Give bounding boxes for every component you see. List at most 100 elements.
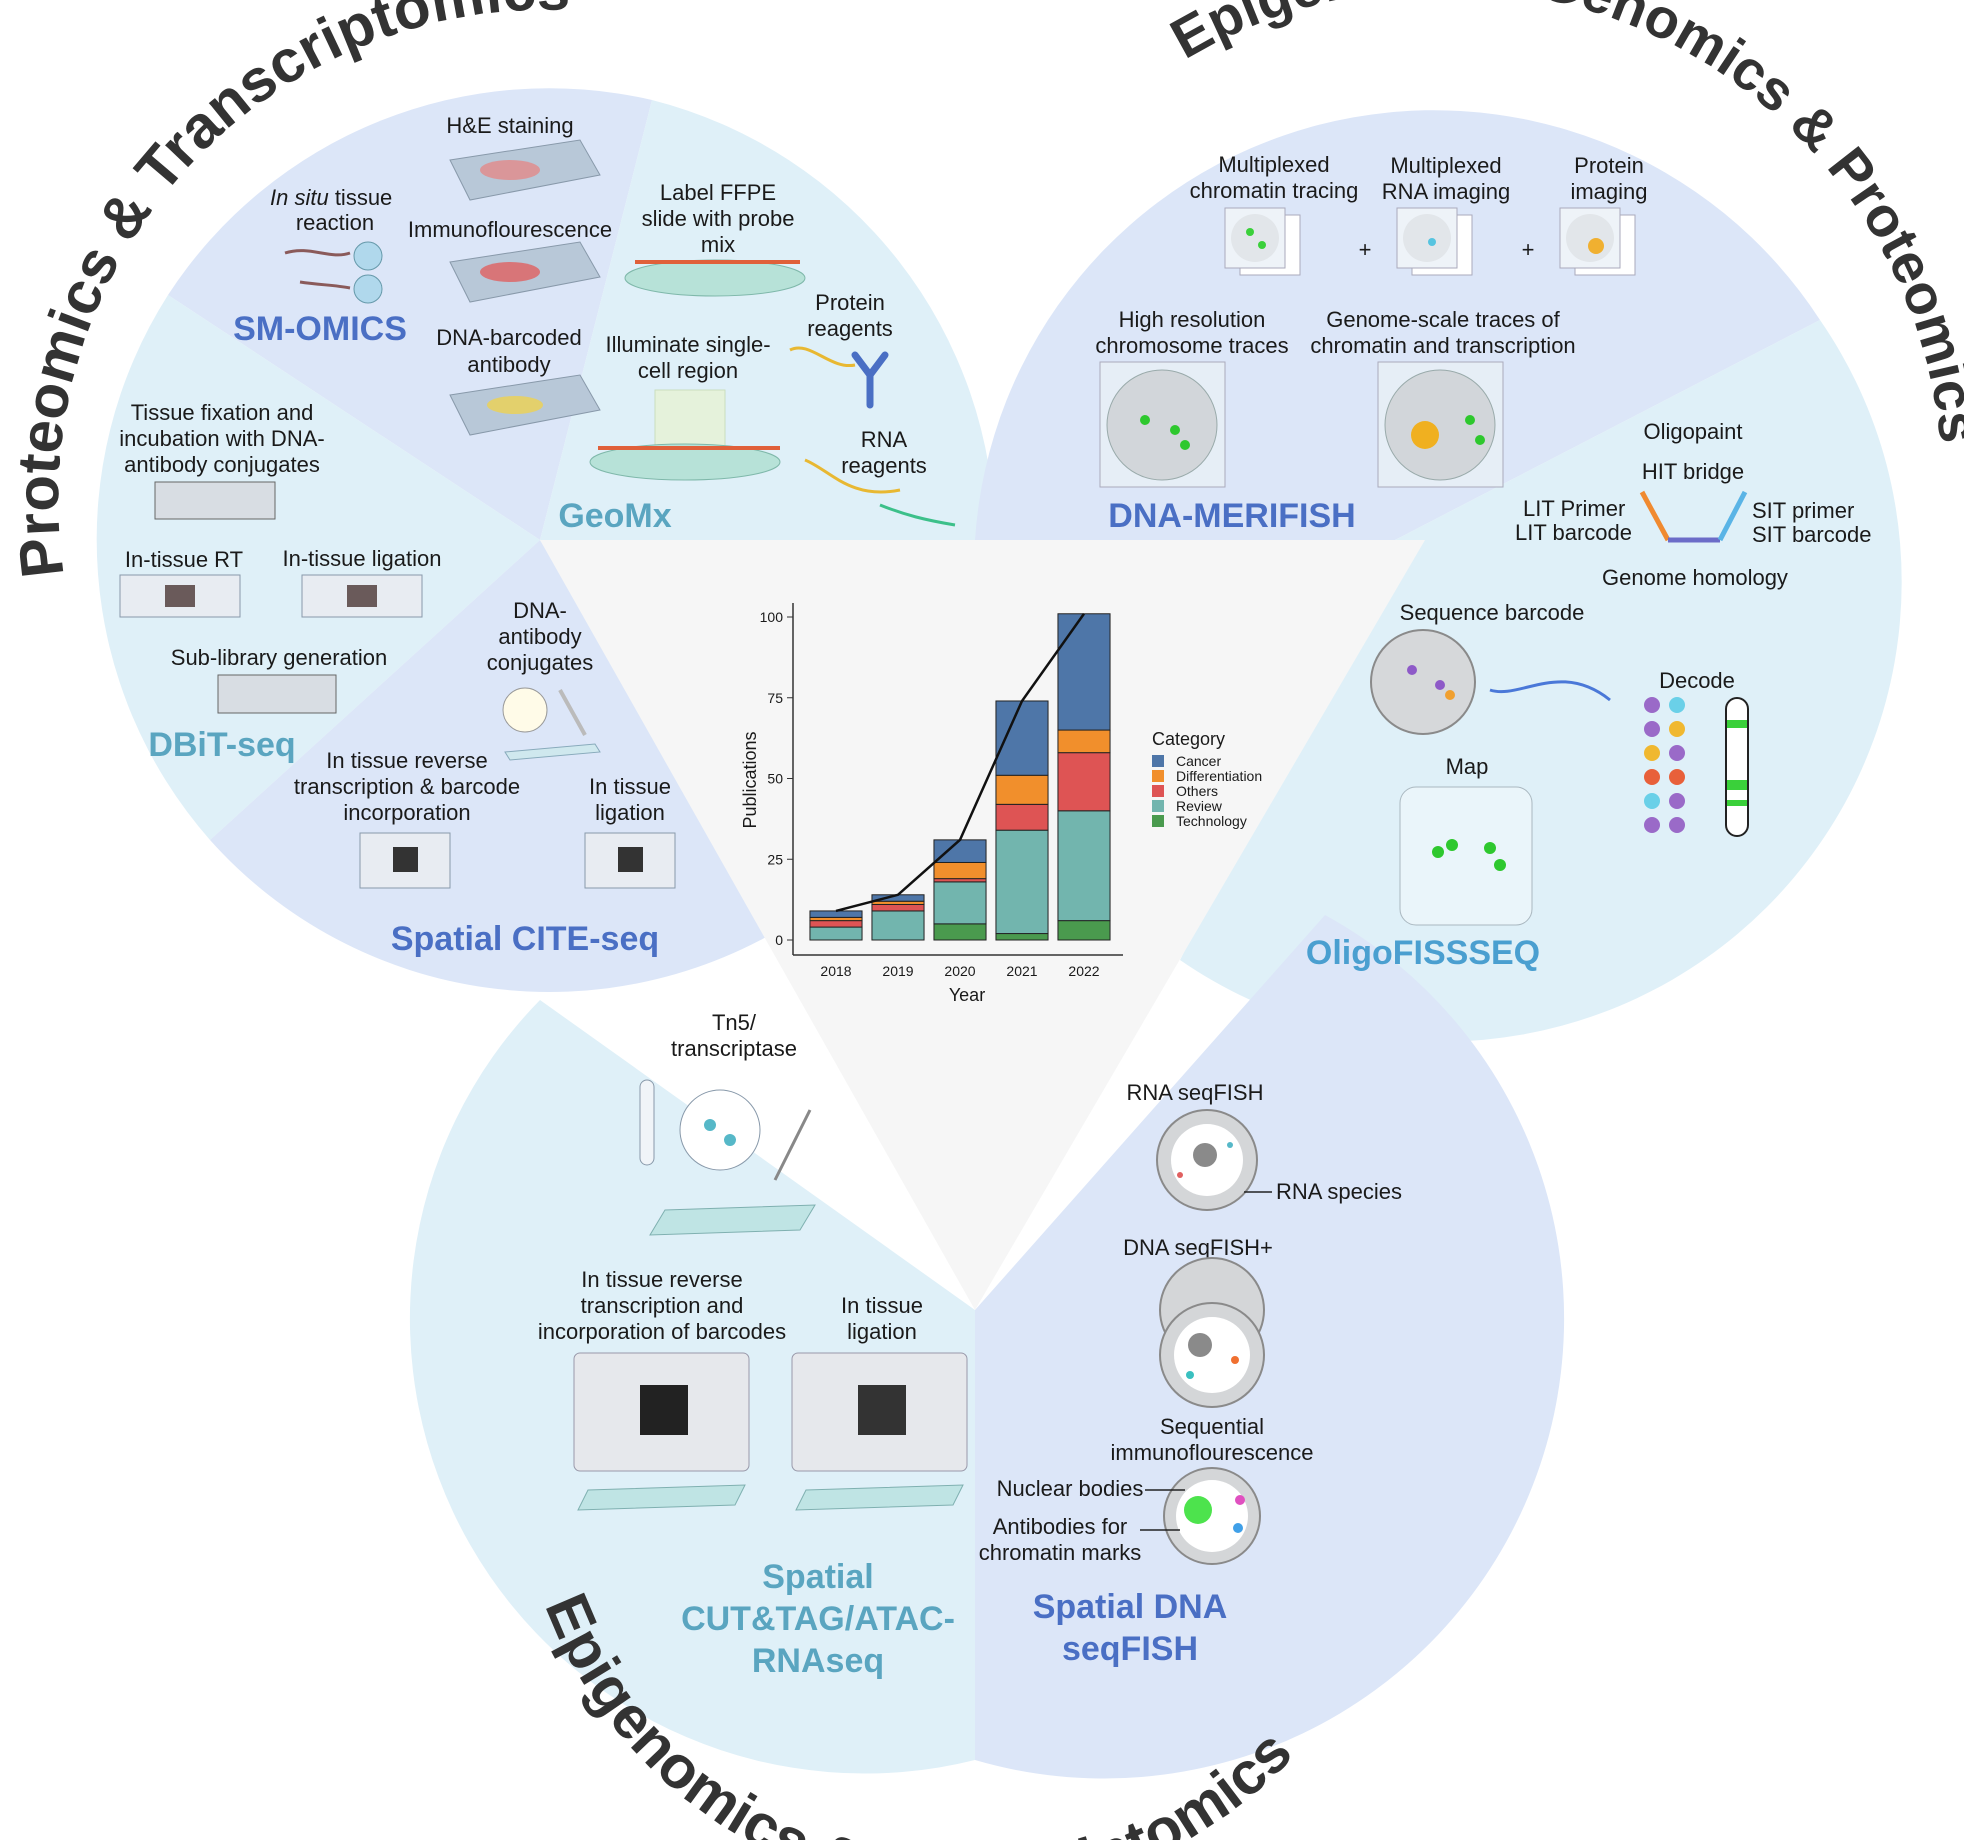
itl-line1: In tissue xyxy=(589,774,671,799)
y-tick-label: 50 xyxy=(767,771,783,787)
rna-probe-icon xyxy=(804,458,956,527)
y-tick-label: 100 xyxy=(760,609,784,625)
rna-seqfish-label: RNA seqFISH xyxy=(1127,1080,1264,1105)
cite-rt-chip-center xyxy=(393,847,418,872)
dna-barcoded-label-line2: antibody xyxy=(467,352,550,377)
bar-differentiation-2022 xyxy=(1057,729,1111,754)
itrt2-line2: transcription and xyxy=(581,1293,744,1318)
pi-line2: imaging xyxy=(1570,179,1647,204)
dna-barcoded-label: DNA-barcoded xyxy=(436,325,582,350)
itrt-line2: transcription & barcode xyxy=(294,774,520,799)
if-slide-illustration xyxy=(449,241,601,303)
immunofluorescence-label: Immunoflourescence xyxy=(408,217,612,242)
legend-label-review: Review xyxy=(1176,798,1223,814)
bar-cancer-2022 xyxy=(1057,613,1111,731)
rna-seqfish-cell xyxy=(1156,1109,1258,1211)
chromosome-icon xyxy=(1725,697,1749,837)
bar-technology-2021 xyxy=(995,933,1049,941)
y-tick-label: 75 xyxy=(767,690,783,706)
bar-differentiation-2020 xyxy=(933,861,987,880)
itrt2-line3: incorporation of barcodes xyxy=(538,1319,786,1344)
cut-tag-title-line1: Spatial xyxy=(762,1558,873,1596)
tn5-line2: transcriptase xyxy=(671,1036,797,1061)
seq-if-line1: Sequential xyxy=(1160,1414,1264,1439)
x-tick-label: 2019 xyxy=(882,963,913,979)
tn5-illustration xyxy=(639,1079,816,1236)
dna-seqfish-plus-cells xyxy=(1159,1257,1265,1408)
tn5-line1: Tn5/ xyxy=(712,1010,757,1035)
conjugate-tube-illustration xyxy=(502,687,601,761)
y-axis-label: Publications xyxy=(740,731,760,828)
itrt2-line1: In tissue reverse xyxy=(581,1267,742,1292)
seq-if-line2: immunoflourescence xyxy=(1111,1440,1314,1465)
dna-seqfish-plus-label: DNA seqFISH+ xyxy=(1123,1235,1273,1260)
spatial-cite-seq-title: Spatial CITE-seq xyxy=(391,920,659,958)
cut-tag-title-line2: CUT&TAG/ATAC- xyxy=(681,1600,955,1638)
mri-line2: RNA imaging xyxy=(1382,179,1510,204)
itl-line2: ligation xyxy=(595,800,665,825)
illuminate-line2: cell region xyxy=(638,358,738,383)
bar-review-2021 xyxy=(995,829,1049,935)
legend-swatch-others xyxy=(1152,785,1164,797)
y-tick-label: 25 xyxy=(767,851,783,867)
sector-oligofissseq xyxy=(1180,320,1902,1042)
in-situ-label: In situ tissue xyxy=(270,185,392,210)
dna-seqfish-title-line1: Spatial DNA xyxy=(1033,1588,1228,1626)
in-situ-reaction-illustration xyxy=(284,241,383,304)
bar-differentiation-2021 xyxy=(995,774,1049,805)
legend-label-cancer: Cancer xyxy=(1176,753,1221,769)
sit-primer-label: SIT primer xyxy=(1752,498,1854,523)
map-panel xyxy=(1399,786,1533,926)
legend-label-others: Others xyxy=(1176,783,1218,799)
bar-review-2018 xyxy=(809,926,863,941)
bar-others-2019 xyxy=(871,903,925,912)
legend-title: Category xyxy=(1152,729,1225,749)
protein-reagents-line1: Protein xyxy=(815,290,885,315)
trend-line xyxy=(835,613,1086,913)
oligofissseq-title: OligoFISSSEQ xyxy=(1306,934,1540,972)
legend-label-technology: Technology xyxy=(1176,813,1247,829)
mct-line1: Multiplexed xyxy=(1218,152,1329,177)
cut-tag-rt-chip xyxy=(573,1352,750,1511)
hrct-line2: chromosome traces xyxy=(1095,333,1288,358)
illuminated-slide-illustration xyxy=(589,389,781,481)
gst-line2: chromatin and transcription xyxy=(1310,333,1575,358)
bar-others-2021 xyxy=(995,803,1049,831)
tissue-fix-line2: incubation with DNA- xyxy=(119,426,324,451)
sit-barcode-label: SIT barcode xyxy=(1752,522,1871,547)
bar-review-2022 xyxy=(1057,810,1111,922)
hit-bridge-label: HIT bridge xyxy=(1642,459,1744,484)
legend-swatch-review xyxy=(1152,800,1164,812)
dbit-seq-title: DBiT-seq xyxy=(148,726,295,764)
label-ffpe-line3: mix xyxy=(701,232,735,257)
tissue-fix-line3: antibody conjugates xyxy=(124,452,320,477)
decode-dots-grid xyxy=(1644,697,1685,833)
decode-label: Decode xyxy=(1659,668,1735,693)
gst-cell-image xyxy=(1377,361,1504,488)
sector-dna-seqfish xyxy=(975,915,1565,1779)
rna-species-label: RNA species xyxy=(1276,1179,1402,1204)
ab-chrom-line1: Antibodies for xyxy=(993,1514,1128,1539)
oligopaint-label: Oligopaint xyxy=(1643,419,1742,444)
mri-image-stack xyxy=(1396,207,1473,276)
dna-merfish-title: DNA-MERIFISH xyxy=(1108,497,1355,535)
rt-chip-center xyxy=(165,585,195,607)
in-tissue-rt-label: In-tissue RT xyxy=(125,547,243,572)
barcoded-slide-illustration xyxy=(449,374,601,436)
legend-swatch-differentiation xyxy=(1152,770,1164,782)
rna-reagents-line1: RNA xyxy=(861,427,908,452)
x-tick-label: 2021 xyxy=(1006,963,1037,979)
plus-2: + xyxy=(1522,237,1535,262)
geomx-title: GeoMx xyxy=(558,497,671,535)
gst-line1: Genome-scale traces of xyxy=(1326,307,1560,332)
sub-library-slide-icon xyxy=(217,674,337,714)
bar-cancer-2020 xyxy=(933,839,987,863)
cut-tag-lig-chip xyxy=(791,1352,968,1511)
plus-1: + xyxy=(1359,237,1372,262)
cite-rt-chip-icon xyxy=(359,832,451,889)
genome-homology-label: Genome homology xyxy=(1602,565,1788,590)
hrct-line1: High resolution xyxy=(1119,307,1266,332)
dna-ab-conj-line1: DNA- xyxy=(513,598,567,623)
